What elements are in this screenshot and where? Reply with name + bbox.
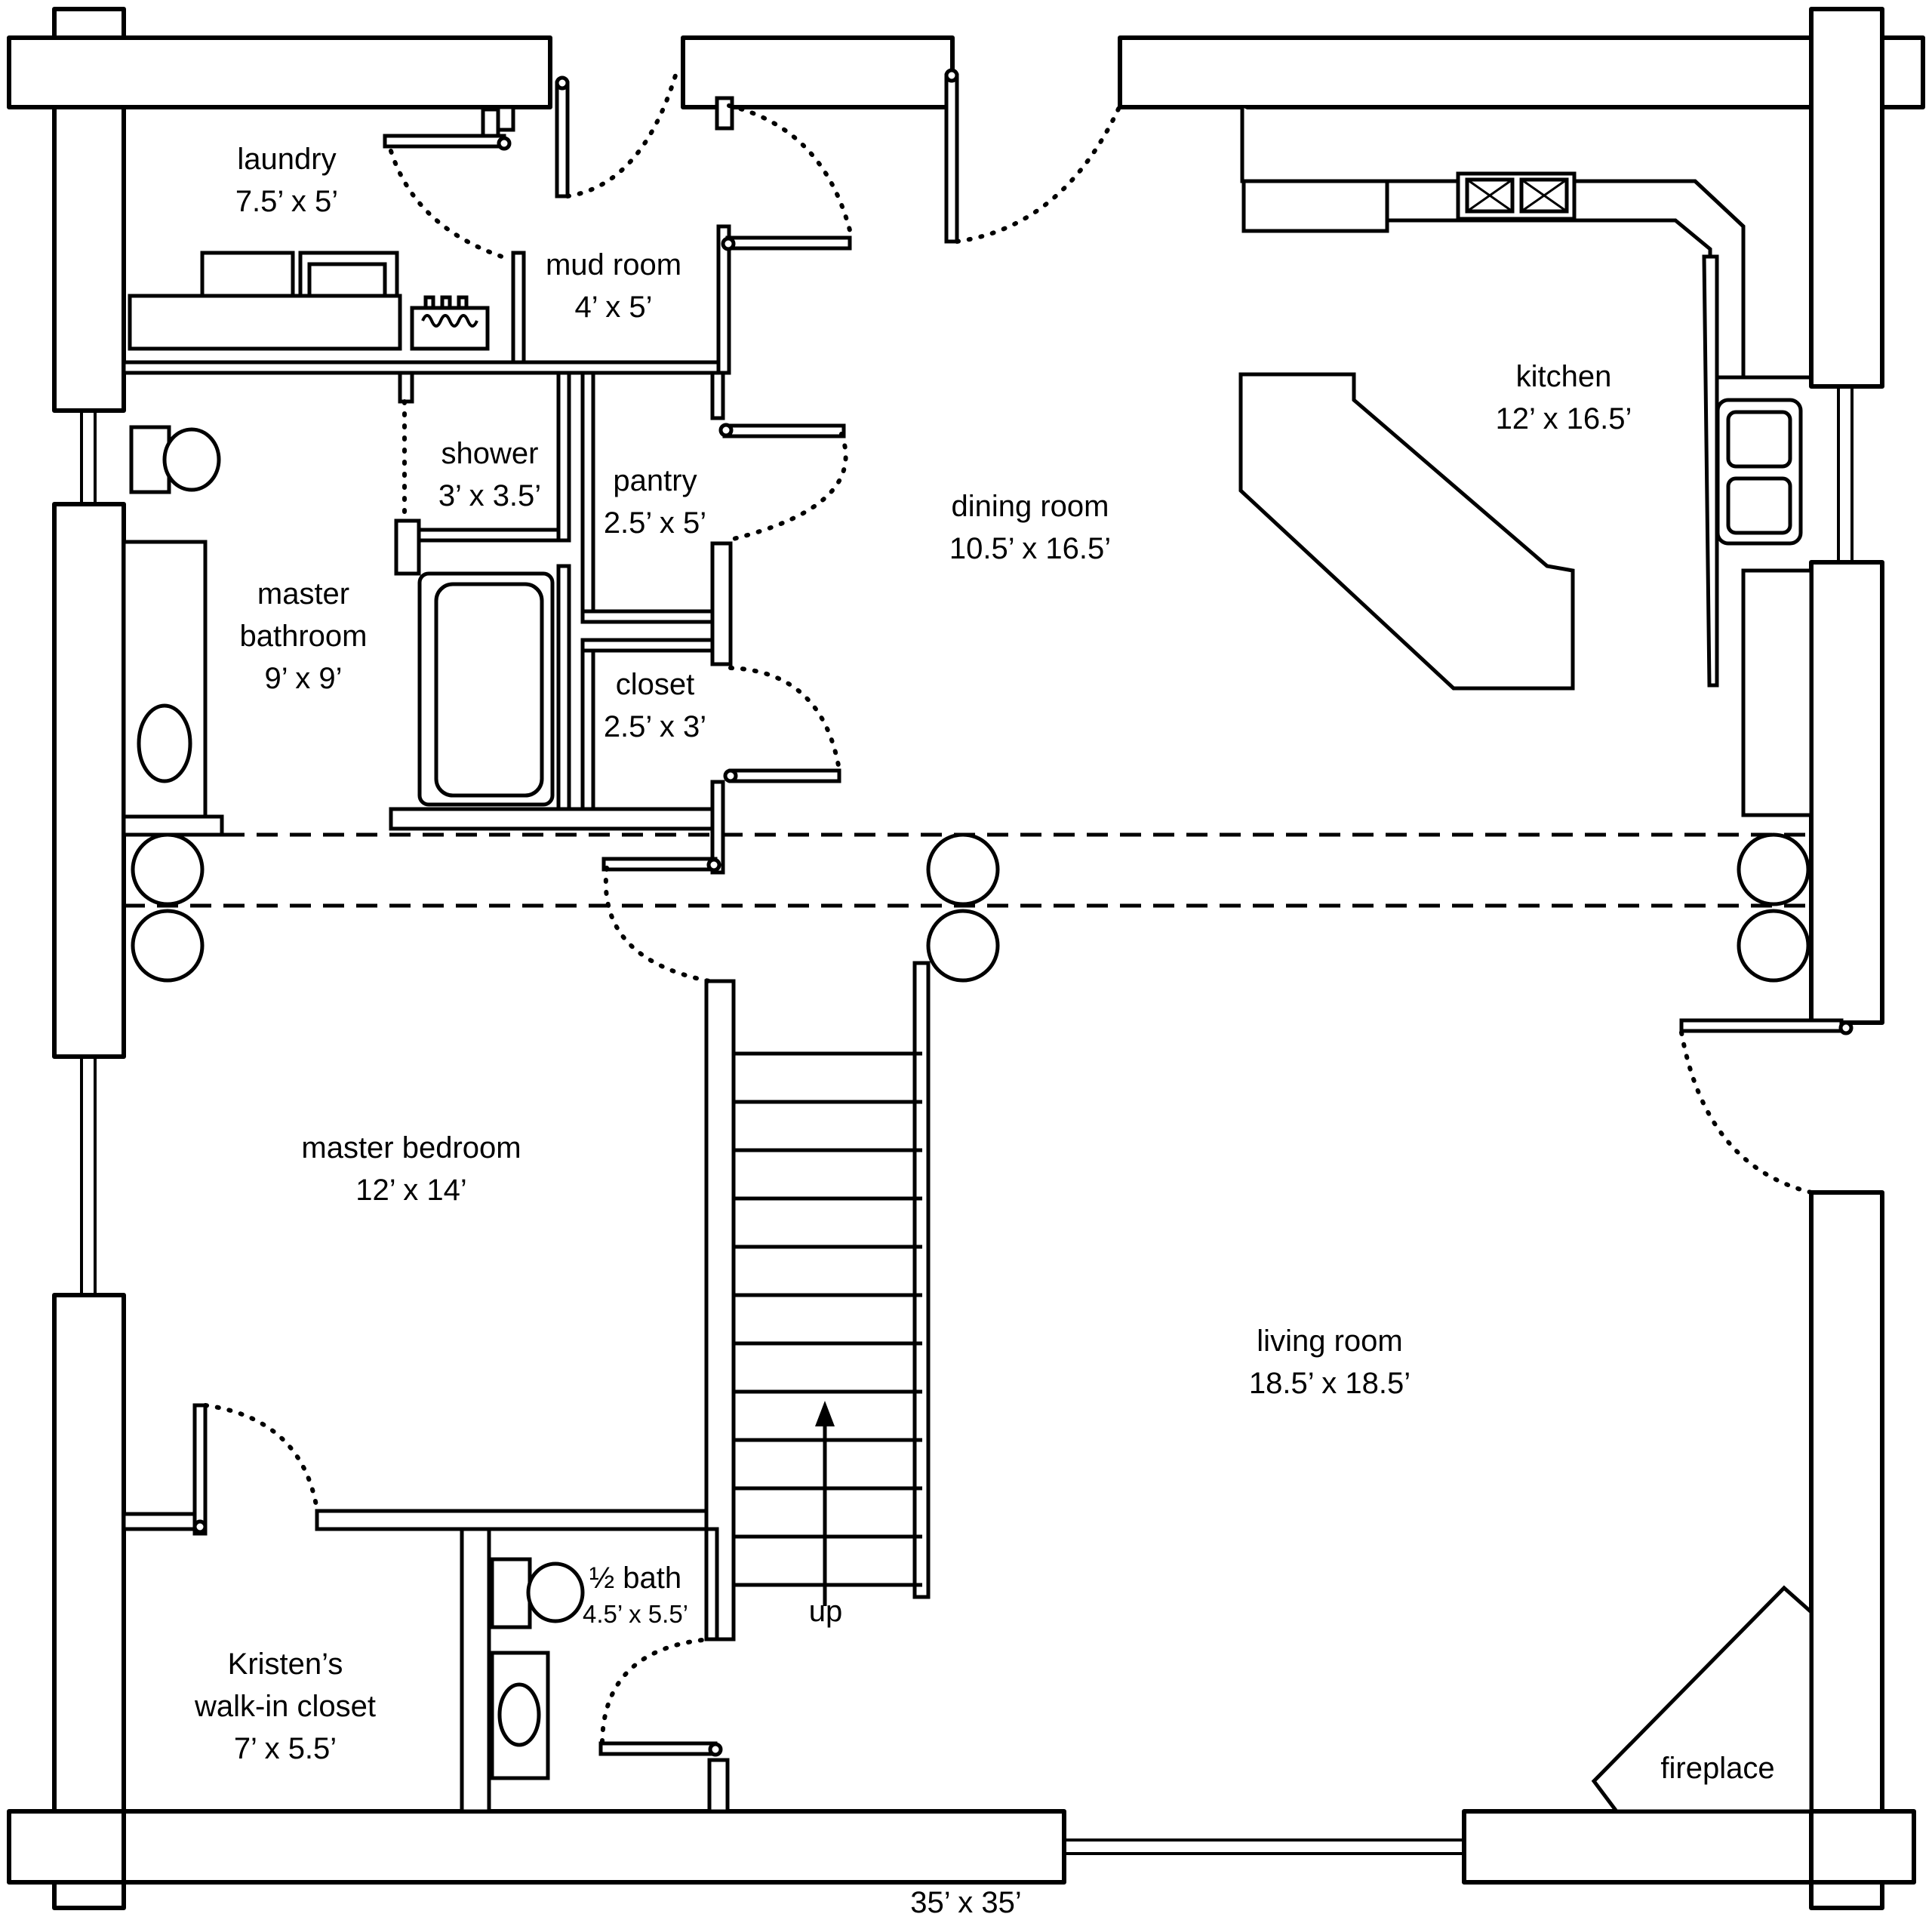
pantry-name: pantry xyxy=(613,464,697,497)
laundry-fixtures xyxy=(128,251,490,351)
exterior-walls xyxy=(7,7,1925,1910)
master-bathroom-size: 9’ x 9’ xyxy=(264,662,342,695)
master-bedroom-size: 12’ x 14’ xyxy=(355,1174,467,1207)
stairs-up-label: up xyxy=(809,1595,843,1628)
laundry-name: laundry xyxy=(237,143,336,176)
laundry-size: 7.5’ x 5’ xyxy=(235,185,338,218)
mud-room-name: mud room xyxy=(546,248,681,282)
staircase xyxy=(734,1051,922,1587)
dining-room-name: dining room xyxy=(951,490,1109,523)
shower-name: shower xyxy=(441,437,539,470)
door-swings xyxy=(203,73,1814,1744)
closet-name: closet xyxy=(616,668,695,701)
stairs-arrow xyxy=(815,1401,835,1606)
shower-size: 3’ x 3.5’ xyxy=(438,479,541,512)
windows xyxy=(80,386,1854,1855)
mud-room-size: 4’ x 5’ xyxy=(574,291,652,324)
half-bath-size: 4.5’ x 5.5’ xyxy=(583,1600,688,1628)
room-labels: laundry 7.5’ x 5’ mud room 4’ x 5’ kitch… xyxy=(194,143,1775,1919)
closet-size: 2.5’ x 3’ xyxy=(604,710,706,743)
half-bath-fixtures xyxy=(490,1557,585,1780)
walk-in-closet-size: 7’ x 5.5’ xyxy=(234,1732,337,1765)
overall-size-label: 35’ x 35’ xyxy=(910,1886,1022,1919)
dining-room-size: 10.5’ x 16.5’ xyxy=(949,532,1111,565)
master-bedroom-name: master bedroom xyxy=(301,1131,521,1165)
fireplace-label: fireplace xyxy=(1660,1752,1774,1785)
interior-walls xyxy=(122,224,931,1814)
living-room-name: living room xyxy=(1257,1325,1402,1358)
posts xyxy=(131,832,1810,983)
fireplace-hearth xyxy=(1591,1585,1814,1814)
doors xyxy=(192,68,1854,1757)
master-bathroom-name-2: bathroom xyxy=(240,620,368,653)
master-bathroom-name-1: master xyxy=(257,577,349,611)
half-bath-name: ½ bath xyxy=(589,1562,681,1595)
living-room-size: 18.5’ x 18.5’ xyxy=(1249,1367,1411,1400)
walk-in-closet-name-2: walk-in closet xyxy=(194,1690,376,1723)
master-bathroom-fixtures xyxy=(129,425,555,807)
kitchen-fixtures xyxy=(1238,107,1814,817)
pantry-size: 2.5’ x 5’ xyxy=(604,506,706,540)
kitchen-size: 12’ x 16.5’ xyxy=(1496,402,1632,435)
kitchen-name: kitchen xyxy=(1516,360,1612,393)
walk-in-closet-name-1: Kristen’s xyxy=(228,1648,343,1681)
